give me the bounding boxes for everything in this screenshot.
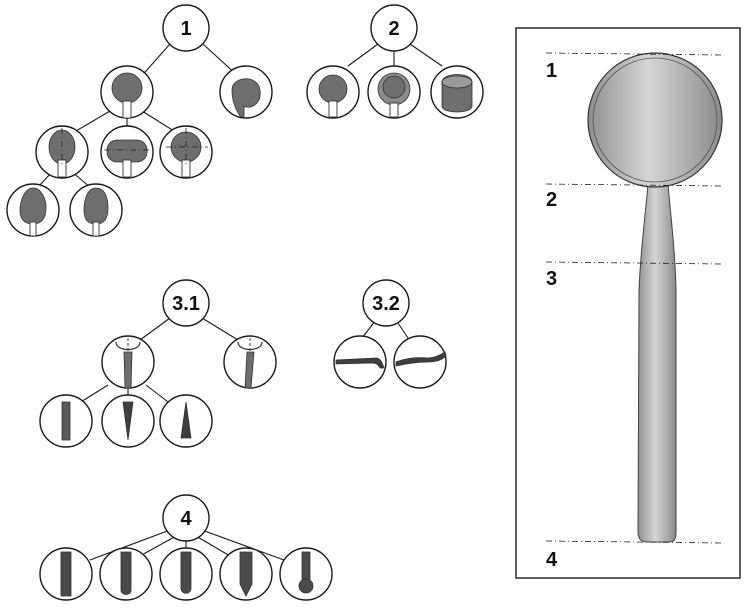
node-3-2 <box>362 279 410 327</box>
bowl-ring-node <box>367 65 421 119</box>
blank-pear-node <box>6 183 60 237</box>
node-3-2-label: 3.2 <box>372 293 400 315</box>
blank-split-cross-node <box>159 125 213 179</box>
node-3-1 <box>162 279 210 327</box>
end-round-node <box>99 547 153 601</box>
blank-split-horizontal-node <box>100 125 154 179</box>
spoon-illustration <box>587 52 723 543</box>
end-knob-node <box>279 547 333 601</box>
end-pointed-node <box>219 547 273 601</box>
end-square-node <box>39 547 93 601</box>
tree-1: 1 <box>6 4 273 237</box>
tree-2: 2 <box>306 4 484 119</box>
node-4 <box>162 494 210 542</box>
handle-side-wave-node <box>393 335 447 389</box>
section-label-3: 3 <box>546 268 557 290</box>
section-label-2: 2 <box>546 189 557 211</box>
handle-taper-up-node <box>159 394 213 448</box>
node-1-label: 1 <box>180 18 191 40</box>
handle-curved-node <box>223 335 277 389</box>
blank-split-vertical-node <box>35 125 89 179</box>
handle-straight-node <box>39 394 93 448</box>
node-2 <box>370 4 418 52</box>
node-2-label: 2 <box>388 18 399 40</box>
section-line-1 <box>545 52 723 56</box>
section-line-2 <box>545 183 723 187</box>
section-line-3 <box>545 261 723 265</box>
node-4-label: 4 <box>180 508 192 530</box>
spoon-panel: 1 2 3 4 <box>515 27 741 579</box>
blank-bell-node <box>69 183 123 237</box>
handle-taper-down-node <box>101 394 155 448</box>
end-round-fine-node <box>159 547 213 601</box>
section-line-4 <box>545 540 723 544</box>
handle-side-bend-node <box>333 335 387 389</box>
tree-3-2: 3.2 <box>333 279 447 389</box>
bowl-small-node <box>306 65 360 119</box>
handle-profile-node <box>101 335 155 389</box>
blank-round-node <box>100 65 154 119</box>
node-1 <box>162 4 210 52</box>
blank-hook-node <box>219 65 273 119</box>
node-3-1-label: 3.1 <box>172 293 200 315</box>
tree-4: 4 <box>39 494 333 601</box>
section-label-4: 4 <box>546 549 558 571</box>
section-label-1: 1 <box>546 60 557 82</box>
tree-3-1: 3.1 <box>39 279 277 448</box>
bowl-cylinder-node <box>430 65 484 119</box>
